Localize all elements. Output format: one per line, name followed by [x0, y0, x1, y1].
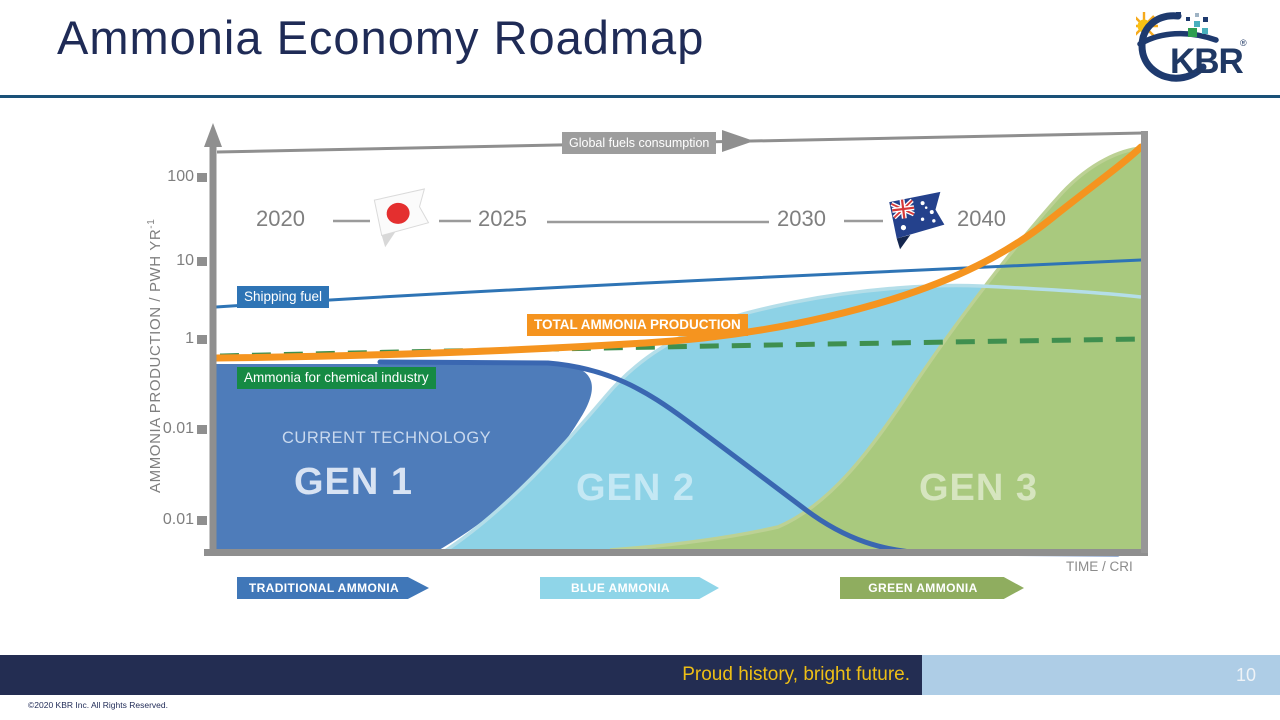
y-axis-ticks [197, 173, 207, 525]
green-ammonia-banner: GREEN AMMONIA [840, 577, 1024, 599]
y-tick-1: 1 [185, 330, 194, 347]
total-ammonia-line [212, 143, 1145, 362]
global-fuels-label: Global fuels consumption [562, 132, 717, 154]
kbr-wordmark: KBR [1170, 42, 1244, 81]
y-tick-0-01-b: 0.01 [162, 511, 194, 528]
gen2-area-edge [441, 283, 1142, 555]
chemical-industry-label: Ammonia for chemical industry [237, 367, 436, 389]
page-number: 10 [1235, 665, 1256, 685]
gen1-area [216, 364, 592, 553]
shipping-fuel-label: Shipping fuel [237, 286, 330, 308]
x-axis-label: TIME / CRI [1066, 559, 1133, 574]
timeline-year-2040: 2040 [957, 206, 1006, 231]
registered-mark: ® [1240, 38, 1247, 48]
globe-swoosh-icon [1137, 12, 1219, 82]
timeline-year-2025: 2025 [478, 206, 527, 231]
y-tick-0-01-a: 0.01 [162, 420, 194, 437]
header-divider [0, 95, 1280, 98]
gen2-label: GEN 2 [576, 467, 696, 509]
gen3-area-edge [609, 146, 1142, 552]
gen1-label: GEN 1 [294, 461, 414, 503]
y-tick-10: 10 [176, 252, 194, 269]
timeline-year-2020: 2020 [256, 206, 305, 231]
shipping-fuel-line [215, 258, 1142, 309]
gen3-area [610, 148, 1141, 553]
copyright-notice: ©2020 KBR Inc. All Rights Reserved. [28, 700, 168, 710]
gen3-label: GEN 3 [919, 467, 1039, 509]
footer-page-bar: 10 [922, 655, 1280, 695]
union-jack [890, 198, 915, 220]
y-axis [209, 140, 217, 556]
total-ammonia-label: TOTAL AMMONIA PRODUCTION [527, 314, 748, 336]
japan-flag-icon [373, 188, 430, 248]
logo-pixel-squares [1176, 12, 1208, 37]
blue-ammonia-banner: BLUE AMMONIA [540, 577, 719, 599]
y-tick-100: 100 [167, 168, 194, 185]
footer-slogan-bar: Proud history, bright future. [0, 655, 922, 695]
page-title: Ammonia Economy Roadmap [57, 11, 705, 64]
timeline-connectors [333, 219, 883, 224]
x-axis [204, 549, 1148, 556]
right-border [1141, 131, 1148, 553]
y-axis-label-exponent: -1 [146, 218, 157, 229]
traditional-ammonia-banner: TRADITIONAL AMMONIA [237, 577, 429, 599]
timeline-year-2030: 2030 [777, 206, 826, 231]
traditional-decline-line [377, 359, 1121, 557]
global-fuels-arrowhead [722, 130, 754, 152]
flag-stars [900, 201, 936, 231]
australia-flag-icon [889, 191, 945, 250]
footer-slogan: Proud history, bright future. [682, 664, 910, 685]
current-technology-label: CURRENT TECHNOLOGY [282, 429, 492, 447]
kbr-logo: KBR ® [1136, 12, 1247, 82]
y-axis-arrowhead [204, 123, 222, 147]
